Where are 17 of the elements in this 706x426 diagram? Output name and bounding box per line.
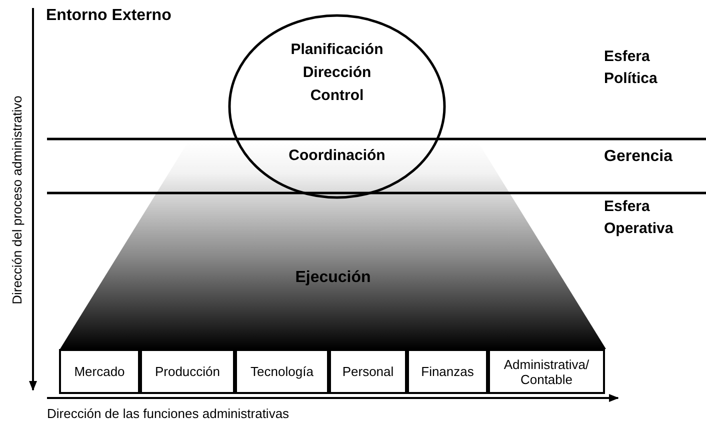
zone-label: Esfera Política	[604, 47, 658, 89]
area-cell: Producción	[140, 349, 235, 394]
area-cell: Administrativa/ Contable	[488, 349, 605, 394]
area-cell: Mercado	[59, 349, 140, 394]
zone-label: Entorno Externo	[46, 6, 172, 26]
function-label: Dirección	[302, 63, 372, 83]
function-label: Ejecución	[295, 268, 371, 288]
axis-label: Dirección de las funciones administrativas	[47, 405, 290, 423]
axis-label: Dirección del proceso administrativo	[8, 96, 26, 304]
zone-label: Gerencia	[604, 147, 672, 167]
function-label: Coordinación	[288, 146, 386, 166]
area-cell: Tecnología	[235, 349, 329, 394]
zone-label: Esfera Operativa	[604, 197, 674, 239]
function-label: Planificación	[290, 40, 384, 60]
area-cell: Finanzas	[407, 349, 488, 394]
area-cell: Personal	[329, 349, 407, 394]
function-label: Control	[310, 86, 364, 106]
